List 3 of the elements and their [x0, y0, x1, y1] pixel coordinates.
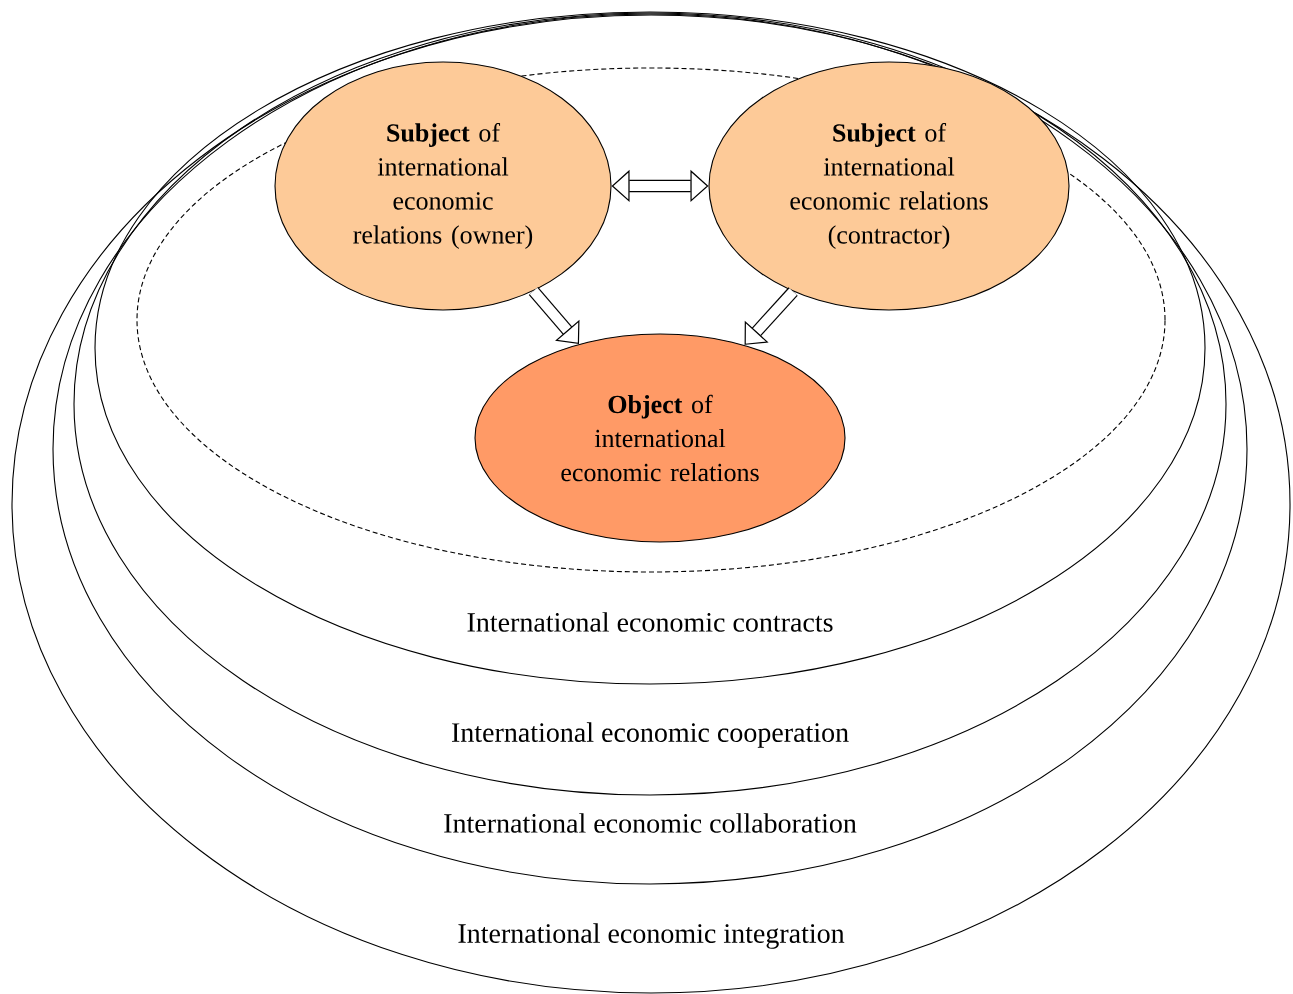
hollow-arrow — [744, 287, 798, 345]
hollow-arrow — [528, 287, 580, 344]
hollow-arrow — [611, 169, 709, 203]
